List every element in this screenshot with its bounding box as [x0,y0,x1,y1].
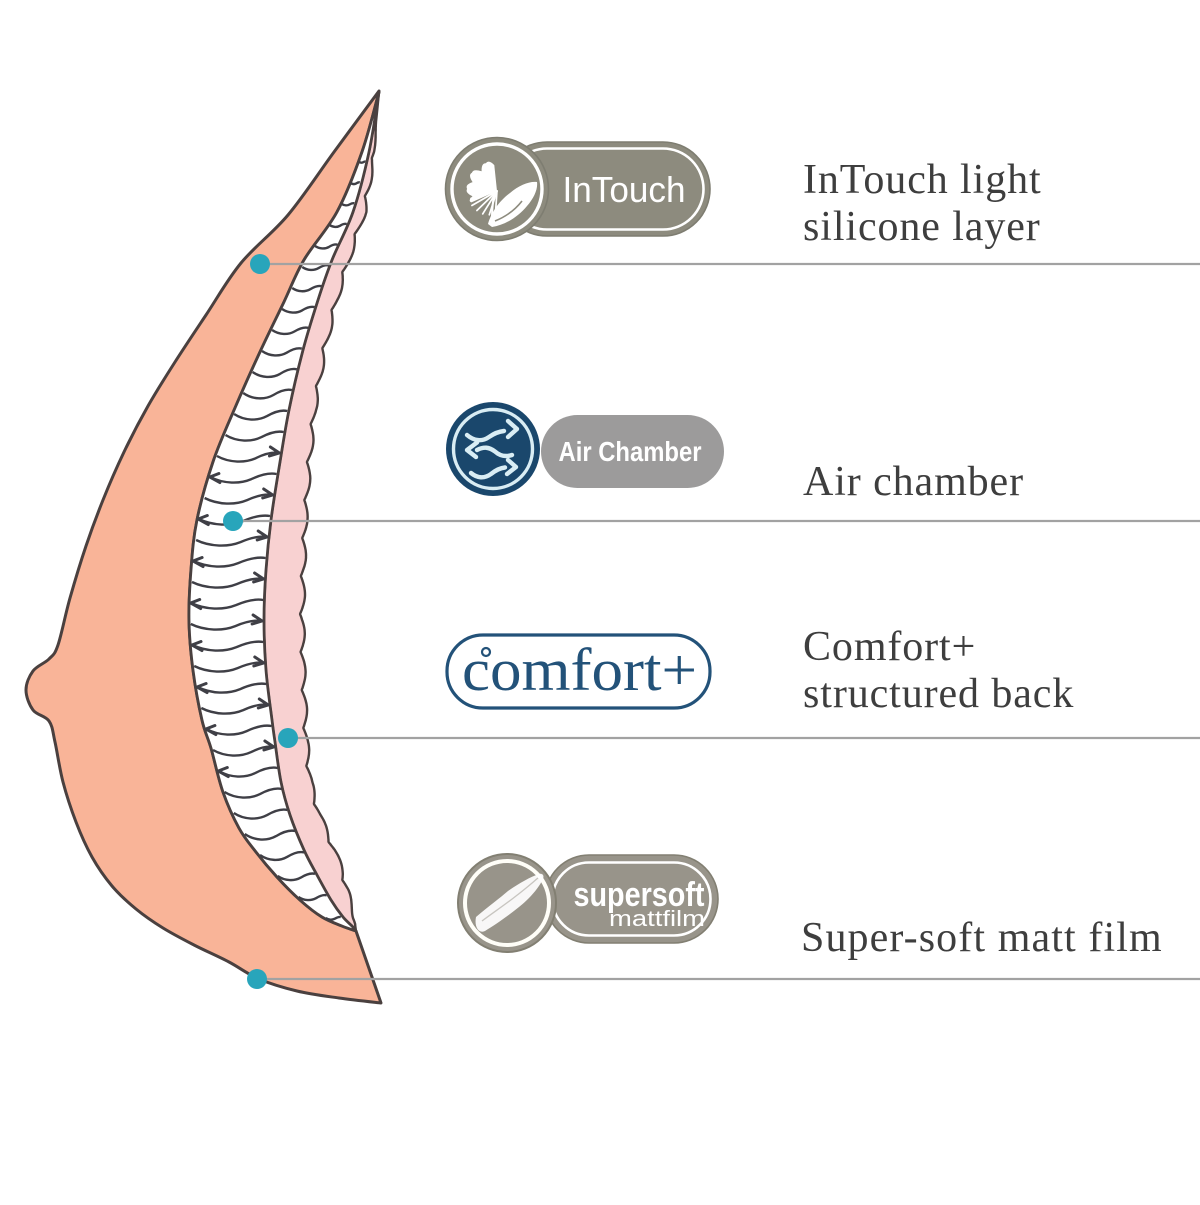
svg-text:comfort+: comfort+ [462,637,697,703]
svg-text:Air Chamber: Air Chamber [559,436,702,467]
svg-text:InTouch: InTouch [563,169,686,210]
svg-text:silicone layer: silicone layer [803,204,1041,250]
svg-text:structured back: structured back [803,671,1074,717]
svg-text:InTouch light: InTouch light [803,157,1042,203]
svg-text:mattfilm: mattfilm [609,906,705,931]
svg-text:supersoft: supersoft [574,876,705,914]
svg-text:Air chamber: Air chamber [803,459,1024,505]
svg-text:Comfort+: Comfort+ [803,624,976,670]
svg-text:Super-soft matt film: Super-soft matt film [801,915,1163,961]
